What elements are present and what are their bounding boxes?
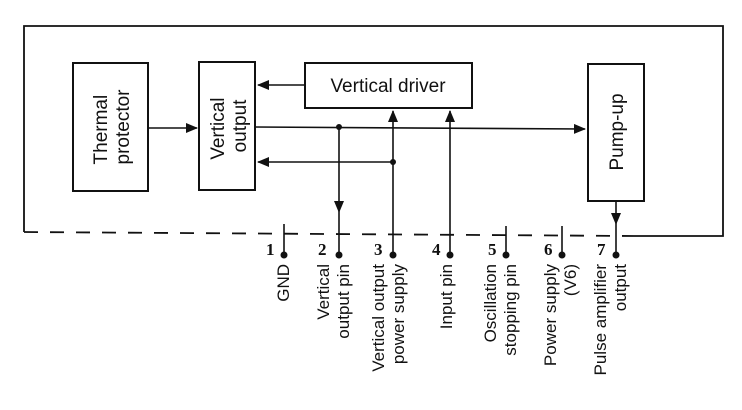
pin2-label: Vertical output pin	[314, 264, 353, 339]
thermal-protector-block: Thermal protector	[72, 62, 149, 192]
pin1-dot	[280, 251, 288, 259]
pump-up-block: Pump-up	[587, 63, 645, 202]
pin6-label-line1: Power supply	[541, 264, 560, 367]
pin2-number: 2	[318, 240, 327, 259]
pin6-label: Power supply (V6)	[541, 264, 580, 367]
vertical-output-label-line2: output	[230, 99, 251, 153]
pin7-label-line2: output	[611, 264, 630, 312]
pin2-label-line1: Vertical	[314, 264, 333, 320]
thermal-protector-label-line2: protector	[113, 89, 134, 165]
vertical-driver-label: Vertical driver	[330, 76, 446, 97]
pin4-label: Input pin	[437, 264, 456, 329]
junction-dot	[390, 159, 396, 165]
pin3-label: Vertical output power supply	[369, 264, 408, 372]
output-to-pumpup-arrow	[254, 123, 586, 134]
pin7-label: Pulse amplifier output	[591, 264, 630, 376]
svg-text:Vertical output: Vertical output	[208, 92, 251, 160]
pin4-label-line1: Input pin	[437, 264, 456, 329]
pin3-label-line2: power supply	[389, 264, 408, 365]
pin1-label-line1: GND	[274, 264, 293, 302]
junction-dot	[336, 124, 342, 130]
pin6-number: 6	[544, 240, 553, 259]
pin7-dot	[612, 251, 620, 259]
pump-up-label: Pump-up	[607, 93, 628, 170]
vertical-driver-block: Vertical driver	[304, 62, 473, 109]
pin7-number: 7	[597, 240, 606, 259]
pin6-label-line2: (V6)	[561, 264, 580, 296]
pin5-number: 5	[488, 240, 497, 259]
pin5-label-line2: stopping pin	[501, 264, 520, 356]
vertical-output-block: Vertical output	[198, 61, 256, 191]
pin2-label-line2: output pin	[334, 264, 353, 339]
pin5-dot	[502, 251, 510, 259]
pin6-dot	[558, 251, 566, 259]
vertical-output-label-line1: Vertical	[208, 97, 229, 159]
pin7-label-line1: Pulse amplifier	[591, 264, 610, 376]
pin4-number: 4	[432, 240, 441, 259]
pin2-dot	[335, 251, 343, 259]
pin1-label: GND	[274, 264, 293, 302]
pin3-label-line1: Vertical output	[369, 264, 388, 372]
pin5-label: Oscillation stopping pin	[481, 264, 520, 356]
thermal-protector-label-line1: Thermal	[91, 95, 112, 165]
pin5-label-line1: Oscillation	[481, 264, 500, 342]
pin1-number: 1	[266, 240, 275, 259]
pin4-dot	[446, 251, 454, 259]
svg-text:Thermal protector: Thermal protector	[91, 89, 134, 165]
ic-frame-dashed-edge	[23, 231, 635, 237]
ic-frame	[23, 25, 724, 237]
pin3-number: 3	[374, 240, 383, 259]
pin3-dot	[389, 251, 397, 259]
